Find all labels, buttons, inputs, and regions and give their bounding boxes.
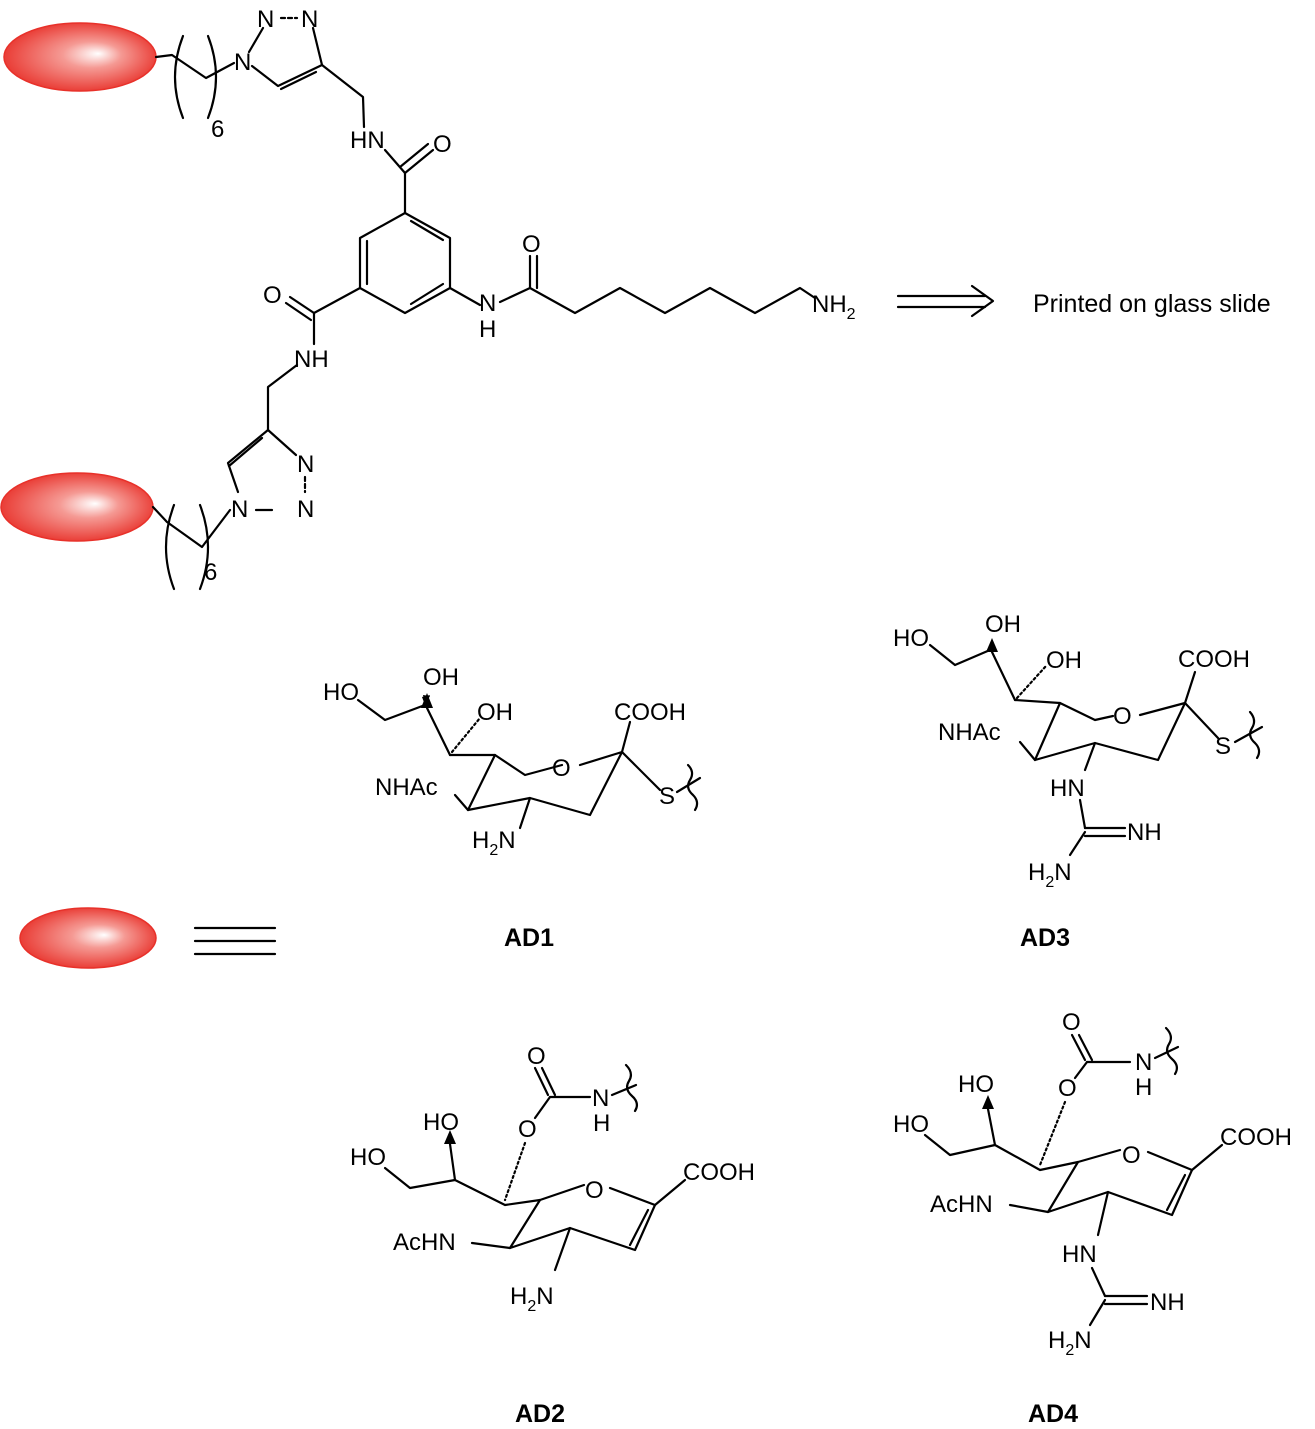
ad1-cooh: COOH bbox=[614, 699, 686, 726]
printed-on-glass-caption: Printed on glass slide bbox=[1033, 290, 1271, 318]
triazole-lower-n1: N bbox=[231, 496, 248, 523]
ad4-ho: HO bbox=[893, 1111, 929, 1138]
ad1-s: S bbox=[659, 783, 675, 810]
structure-ad1: HO OH OH O COOH S NHAc H2N AD1 bbox=[323, 664, 702, 952]
triazole-lower-n3: N bbox=[297, 451, 314, 478]
ad2-oh-top: HO bbox=[423, 1109, 459, 1136]
ad4-oh-top: HO bbox=[958, 1071, 994, 1098]
repeat-count-lower: 6 bbox=[204, 559, 217, 586]
amide-lower-nh: NH bbox=[294, 346, 329, 373]
ad3-nhac: NHAc bbox=[938, 719, 1001, 746]
ad4-carbamate-o: O bbox=[1062, 1009, 1081, 1036]
ad3-oh-top: OH bbox=[985, 611, 1021, 638]
ad4-attachment-wave bbox=[1164, 1026, 1179, 1076]
ad1-ring-o: O bbox=[552, 755, 571, 782]
structure-ad3: HO OH OH O COOH S NHAc HN NH H2N AD3 bbox=[893, 611, 1264, 952]
ad3-oh-hashed: OH bbox=[1046, 647, 1082, 674]
ad1-attachment-wave bbox=[686, 763, 699, 812]
bead-legend bbox=[19, 907, 277, 969]
ad1-ho: HO bbox=[323, 679, 359, 706]
ligand-bead-2 bbox=[0, 472, 154, 542]
ad1-label: AD1 bbox=[504, 924, 554, 952]
ad2-carbamate-n: N bbox=[592, 1085, 609, 1112]
ad3-guanidine-hn: HN bbox=[1050, 775, 1085, 802]
ad4-carbamate-n: N bbox=[1135, 1049, 1152, 1076]
ad3-cooh: COOH bbox=[1178, 646, 1250, 673]
ad4-achn: AcHN bbox=[930, 1191, 993, 1218]
ad3-attachment-wave bbox=[1248, 710, 1261, 760]
repeat-count-upper: 6 bbox=[211, 116, 224, 143]
ad4-wedge bbox=[982, 1095, 994, 1109]
ad4-cooh: COOH bbox=[1220, 1124, 1292, 1151]
ad2-label: AD2 bbox=[515, 1400, 565, 1428]
ad2-attachment-wave bbox=[624, 1063, 639, 1113]
ad3-guanidine-amine: H2N bbox=[1028, 859, 1072, 891]
ligand-bead-1 bbox=[3, 22, 157, 92]
ad3-imine-nh: NH bbox=[1127, 819, 1162, 846]
ad3-ho: HO bbox=[893, 625, 929, 652]
amide-upper-o: O bbox=[433, 131, 452, 158]
ad4-ester-o: O bbox=[1058, 1075, 1077, 1102]
ad4-guanidine-amine: H2N bbox=[1048, 1327, 1092, 1359]
ad3-label: AD3 bbox=[1020, 924, 1070, 952]
ad1-wedge bbox=[421, 693, 433, 708]
structure-ad2: O N H O HO HO O COOH AcHN H2N AD2 bbox=[350, 1043, 755, 1428]
ad1-oh-top: OH bbox=[423, 664, 459, 691]
ad2-amine: H2N bbox=[510, 1283, 554, 1315]
structure-ad4: O N H O HO HO O COOH AcHN HN NH H2N AD4 bbox=[893, 1009, 1292, 1428]
ad1-nhac: NHAc bbox=[375, 774, 438, 801]
ad2-achn: AcHN bbox=[393, 1229, 456, 1256]
ad1-oh-hashed: OH bbox=[477, 699, 513, 726]
scaffold-structure: 6 N N N HN O O NH N N bbox=[0, 6, 1271, 591]
anilide-n: N bbox=[479, 290, 496, 317]
ad2-ho: HO bbox=[350, 1144, 386, 1171]
ad2-ring-o: O bbox=[585, 1177, 604, 1204]
linker-carbonyl-o: O bbox=[522, 231, 541, 258]
triazole-upper-n1: N bbox=[234, 49, 251, 76]
ad3-ring-o: O bbox=[1113, 703, 1132, 730]
ad4-imine-nh: NH bbox=[1150, 1289, 1185, 1316]
ad3-wedge bbox=[986, 638, 998, 652]
terminal-amine: NH2 bbox=[812, 291, 856, 323]
amide-upper-hn: HN bbox=[350, 127, 385, 154]
legend-bead bbox=[19, 907, 157, 969]
ad4-ring-o: O bbox=[1122, 1142, 1141, 1169]
ad2-cooh: COOH bbox=[683, 1159, 755, 1186]
ad3-s: S bbox=[1215, 733, 1231, 760]
ad4-guanidine-hn: HN bbox=[1062, 1241, 1097, 1268]
triazole-upper-n3: N bbox=[301, 6, 318, 33]
ad2-carbamate-h: H bbox=[593, 1110, 610, 1137]
amide-lower-o: O bbox=[263, 282, 282, 309]
ad4-label: AD4 bbox=[1028, 1400, 1078, 1428]
anilide-h: H bbox=[479, 316, 496, 343]
ad4-carbamate-h: H bbox=[1135, 1074, 1152, 1101]
ad1-amine: H2N bbox=[472, 827, 516, 859]
triazole-lower-n2: N bbox=[297, 496, 314, 523]
ad2-carbamate-o: O bbox=[527, 1043, 546, 1070]
ad2-wedge bbox=[444, 1130, 456, 1144]
triazole-upper-n2: N bbox=[257, 6, 274, 33]
ad2-ester-o: O bbox=[518, 1116, 537, 1143]
